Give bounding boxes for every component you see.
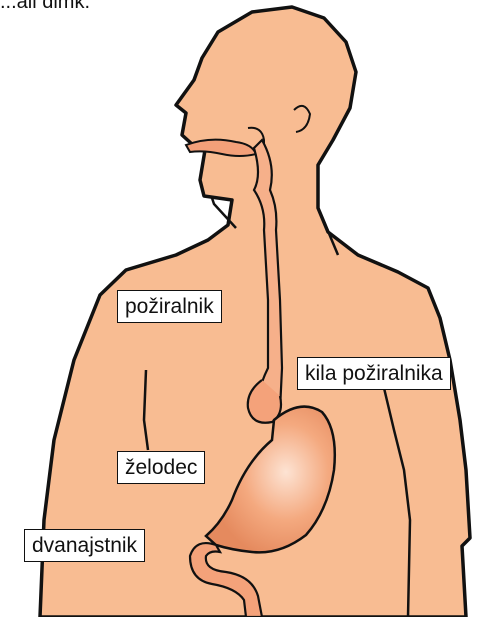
label-stomach: želodec [117, 451, 205, 484]
label-hiatal-hernia: kila požiralnika [297, 357, 451, 390]
label-esophagus: požiralnik [117, 290, 222, 323]
label-duodenum: dvanajstnik [24, 529, 145, 562]
cropped-header-text: ...ali dimk. [0, 0, 90, 14]
